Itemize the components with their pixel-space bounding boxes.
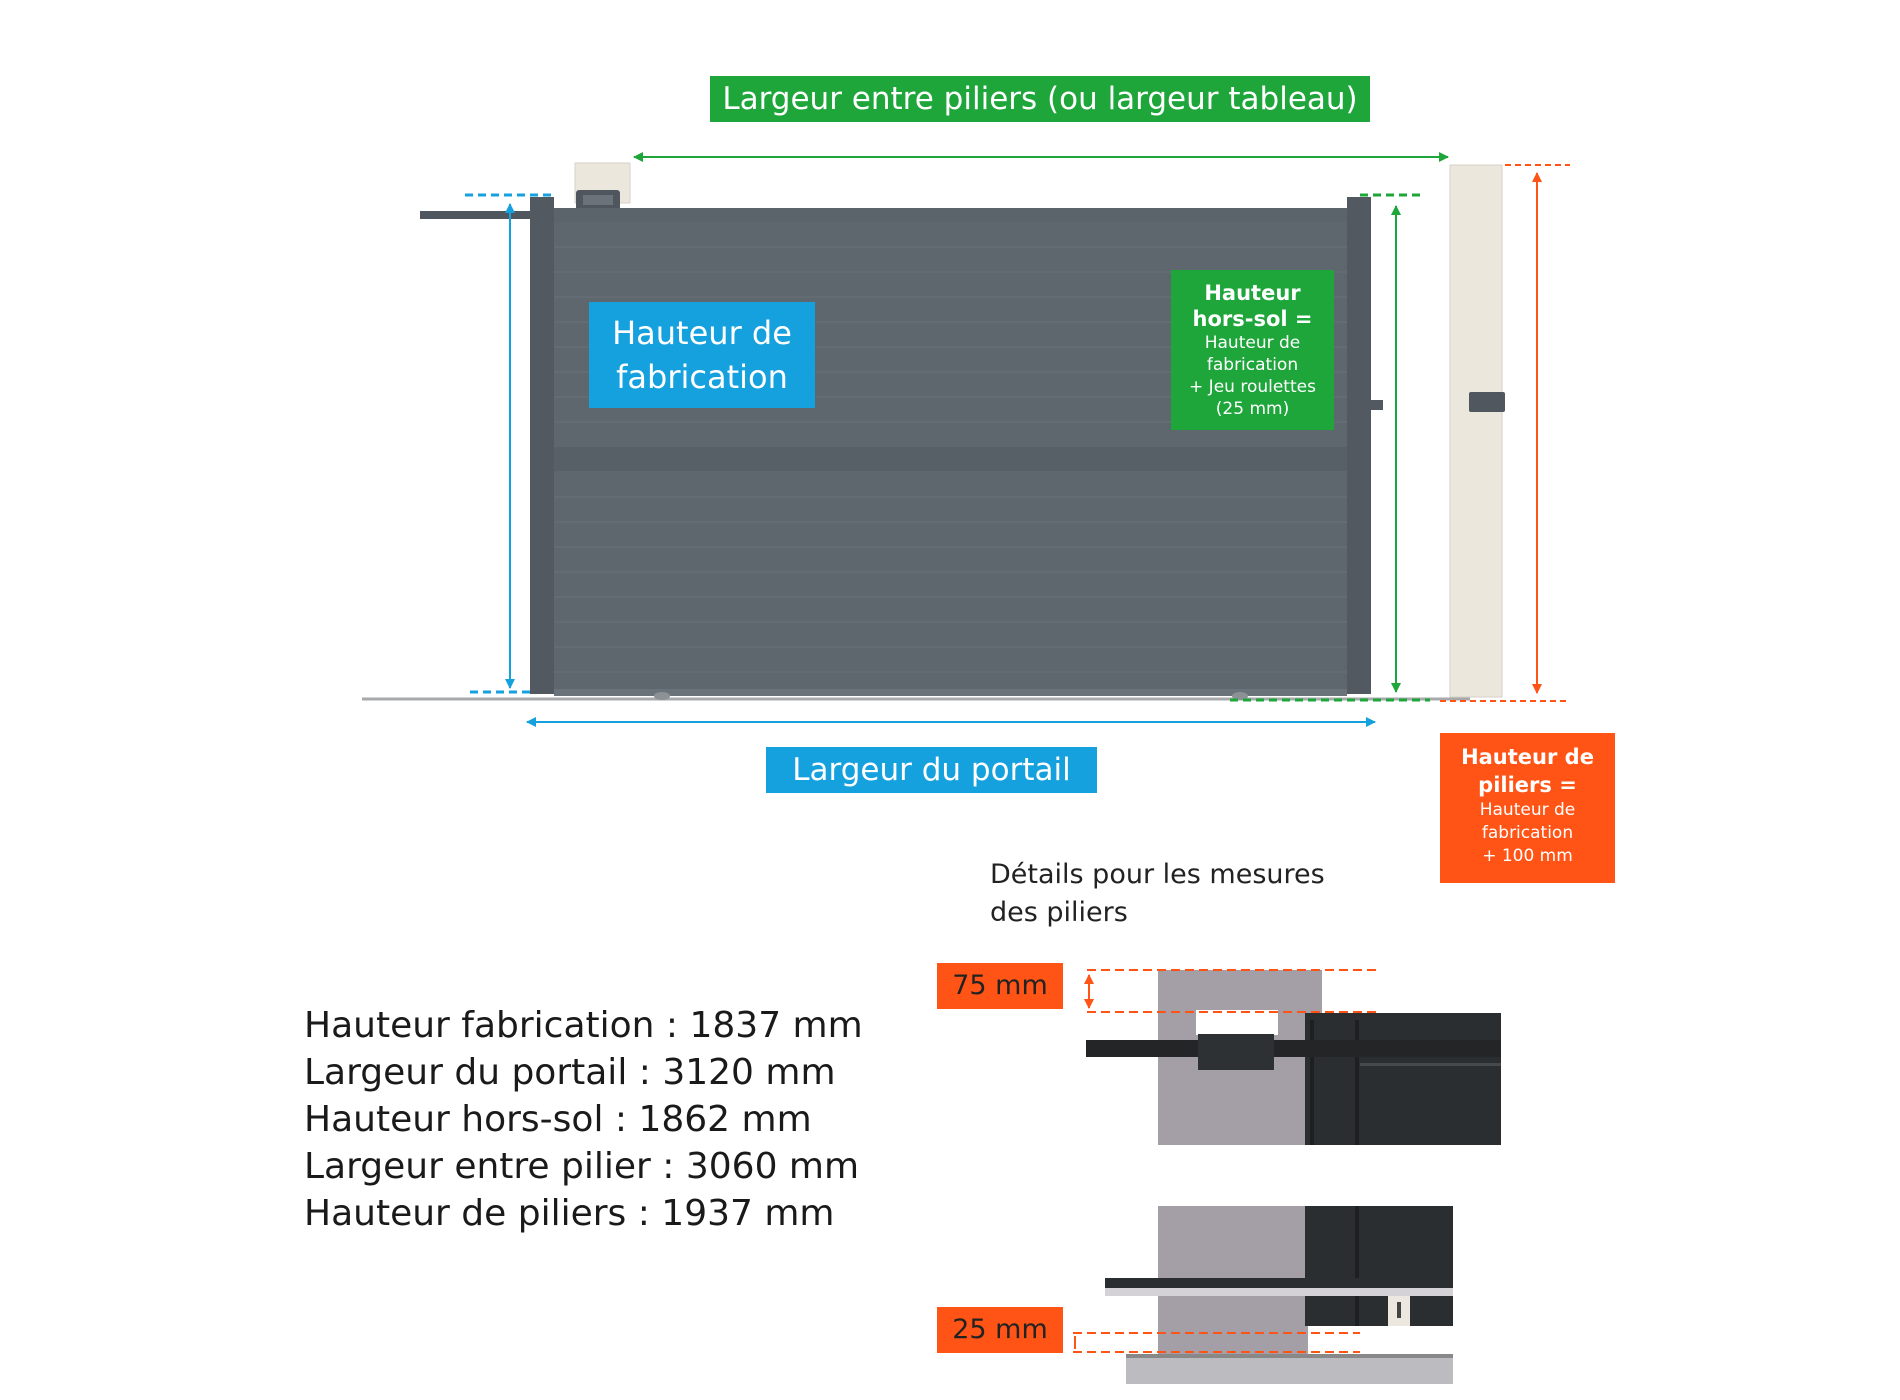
latch-box [1469, 392, 1505, 412]
hauteur-hors-sol-line: Hauteur de [1204, 333, 1301, 353]
label-largeur-portail: Largeur du portail [766, 747, 1097, 793]
hauteur-piliers-title: Hauteur de piliers = [1461, 745, 1594, 797]
specs-list: Hauteur fabrication : 1837 mm Largeur du… [304, 1002, 924, 1237]
spec-largeur-portail: Largeur du portail : 3120 mm [304, 1052, 836, 1093]
gate-rail-arm [420, 211, 540, 219]
hauteur-piliers-line: Hauteur de [1479, 800, 1576, 820]
label-hauteur-fabrication: Hauteur de fabrication [589, 302, 815, 408]
hauteur-hors-sol-line: (25 mm) [1215, 399, 1290, 419]
gate-left-post [530, 197, 554, 694]
spec-largeur-entre-pilier: Largeur entre pilier : 3060 mm [304, 1146, 860, 1187]
label-25mm: 25 mm [937, 1307, 1063, 1353]
hauteur-hors-sol-line: + Jeu roulettes [1189, 377, 1316, 397]
label-hauteur-hors-sol: Hauteur hors-sol = Hauteur de fabricatio… [1171, 270, 1334, 430]
hauteur-hors-sol-title: Hauteur hors-sol = [1192, 281, 1313, 331]
detail-top-image [1086, 970, 1501, 1145]
gate-middle-rail [554, 447, 1347, 471]
gate-top-rail [535, 208, 1370, 222]
hauteur-piliers-line: fabrication [1481, 823, 1574, 843]
right-pillar [1449, 164, 1503, 698]
gate-right-post [1347, 197, 1371, 694]
label-hauteur-piliers: Hauteur de piliers = Hauteur de fabricat… [1440, 733, 1615, 883]
hauteur-hors-sol-line: fabrication [1206, 355, 1299, 375]
spec-hauteur-hors-sol: Hauteur hors-sol : 1862 mm [304, 1099, 812, 1140]
details-title: Détails pour les mesures des piliers [990, 859, 1325, 928]
label-75mm: 75 mm [937, 963, 1063, 1009]
gate-bottom-wheel-track [554, 689, 1347, 696]
spec-hauteur-piliers: Hauteur de piliers : 1937 mm [304, 1193, 835, 1234]
spec-hauteur-fabrication: Hauteur fabrication : 1837 mm [304, 1005, 863, 1046]
label-largeur-entre-piliers: Largeur entre piliers (ou largeur tablea… [710, 76, 1370, 122]
hauteur-piliers-line: + 100 mm [1482, 846, 1573, 866]
detail-bottom-image [1105, 1206, 1453, 1384]
